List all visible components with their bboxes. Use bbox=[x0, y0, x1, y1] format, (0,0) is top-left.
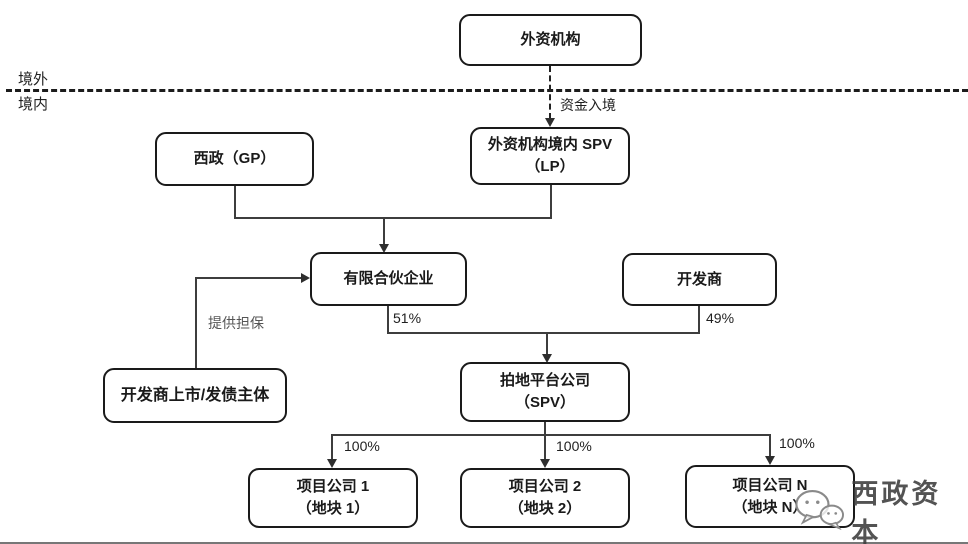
node-label: 有限合伙企业 bbox=[343, 270, 434, 288]
node-foreign-spv-lp: 外资机构境内 SPV （LP） bbox=[470, 127, 630, 185]
node-developer-listed-entity: 开发商上市/发债主体 bbox=[103, 368, 287, 423]
node-foreign-institution: 外资机构 bbox=[459, 14, 642, 66]
node-label-line1: 项目公司 1 bbox=[296, 478, 370, 496]
node-label-line2: （地块 N） bbox=[732, 498, 808, 516]
project1-arrowhead-icon bbox=[327, 459, 337, 468]
node-label-line1: 项目公司 2 bbox=[508, 478, 582, 496]
region-label-offshore: 境外 bbox=[18, 71, 49, 88]
projectN-share-label: 100% bbox=[779, 435, 815, 451]
node-project-company-1: 项目公司 1 （地块 1） bbox=[248, 468, 418, 528]
node-project-company-2: 项目公司 2 （地块 2） bbox=[460, 468, 630, 528]
lp-share-label: 51% bbox=[393, 310, 422, 326]
project2-connector bbox=[544, 434, 546, 460]
wechat-icon bbox=[795, 490, 845, 531]
projectN-arrowhead-icon bbox=[765, 456, 775, 465]
node-land-platform-spv: 拍地平台公司 （SPV） bbox=[460, 362, 630, 422]
capital-entry-connector bbox=[549, 66, 551, 119]
capital-entry-arrowhead-icon bbox=[545, 118, 555, 127]
gp-lp-join-line bbox=[234, 217, 552, 219]
watermark: 西政资本 bbox=[793, 472, 968, 544]
node-label-line2: （地块 2） bbox=[508, 500, 582, 517]
node-label-line2: （SPV） bbox=[514, 394, 575, 411]
project1-connector bbox=[331, 434, 333, 460]
project1-share-label: 100% bbox=[344, 438, 380, 454]
node-label: 外资机构 bbox=[520, 31, 581, 49]
lp-connector bbox=[550, 185, 552, 218]
capital-entry-label: 资金入境 bbox=[560, 97, 616, 113]
node-xizheng-gp: 西政（GP） bbox=[155, 132, 314, 186]
node-label: 西政（GP） bbox=[193, 150, 276, 168]
node-label-line1: 项目公司 N bbox=[732, 476, 808, 494]
node-label-line2: （地块 1） bbox=[296, 500, 370, 517]
watermark-brand-text: 西政资本 bbox=[851, 479, 942, 544]
partnership-arrowhead-icon bbox=[379, 244, 389, 253]
platform-bottom-connector bbox=[544, 422, 546, 436]
projectN-connector bbox=[769, 434, 771, 457]
share-join-line bbox=[387, 332, 700, 334]
project2-arrowhead-icon bbox=[540, 459, 550, 468]
partnership-connector bbox=[383, 218, 385, 245]
guarantee-label: 提供担保 bbox=[208, 315, 264, 331]
image-bottom-border bbox=[0, 542, 968, 544]
gp-connector bbox=[234, 186, 236, 218]
node-label-line1: 拍地平台公司 bbox=[499, 372, 590, 390]
guarantee-connector-vertical bbox=[195, 278, 197, 368]
project2-share-label: 100% bbox=[556, 438, 592, 454]
partnership-share-connector bbox=[387, 306, 389, 334]
node-limited-partnership: 有限合伙企业 bbox=[310, 252, 467, 306]
developer-share-label: 49% bbox=[706, 310, 735, 326]
project-fanout-line bbox=[332, 434, 771, 436]
node-developer: 开发商 bbox=[622, 253, 777, 306]
region-label-onshore: 境内 bbox=[18, 96, 49, 113]
node-label-line2: （LP） bbox=[525, 158, 575, 175]
node-label: 开发商 bbox=[676, 270, 722, 288]
node-label-line1: 外资机构境内 SPV bbox=[487, 136, 613, 154]
offshore-onshore-divider bbox=[6, 89, 968, 92]
node-label: 开发商上市/发债主体 bbox=[120, 386, 270, 404]
developer-share-connector bbox=[698, 306, 700, 334]
guarantee-arrowhead-icon bbox=[301, 273, 310, 283]
guarantee-connector-horizontal bbox=[195, 277, 302, 279]
platform-arrowhead-icon bbox=[542, 354, 552, 363]
platform-connector bbox=[546, 334, 548, 355]
